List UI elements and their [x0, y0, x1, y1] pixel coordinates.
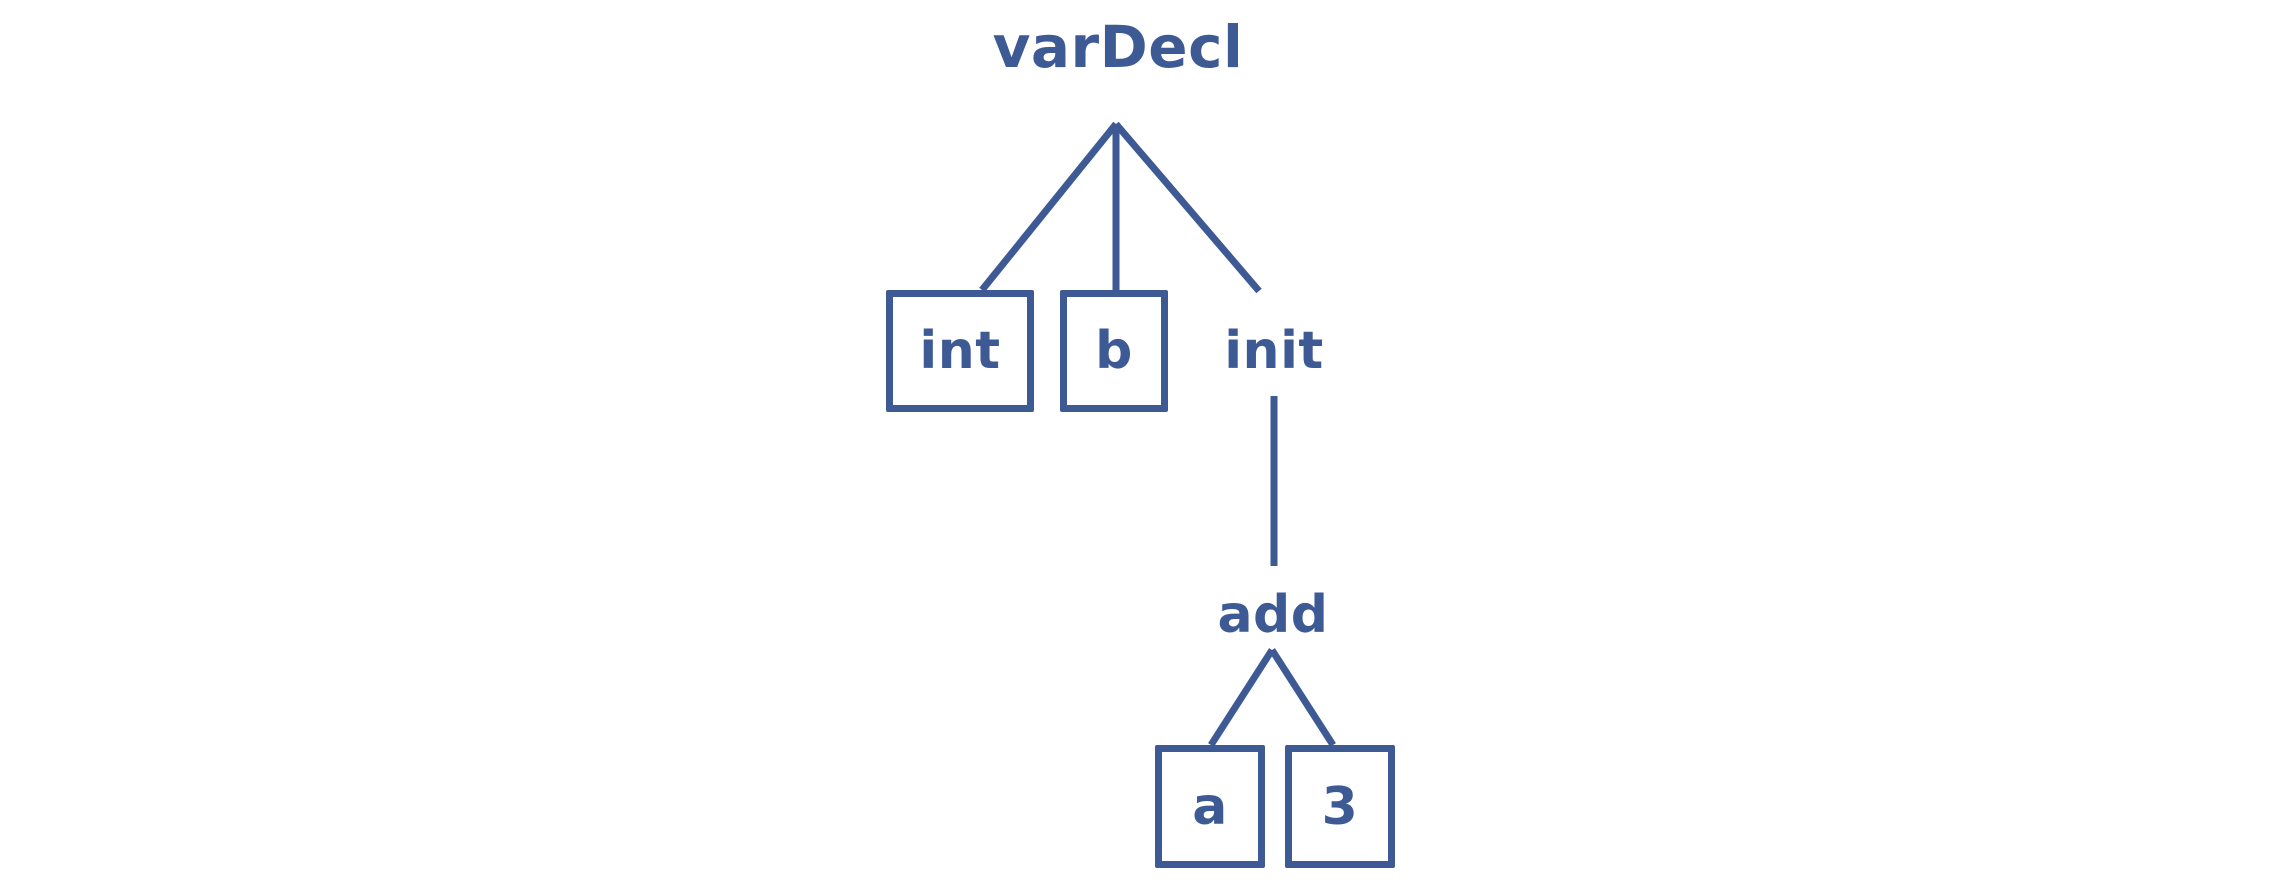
tree-node-int-label: int — [919, 321, 1001, 381]
tree-node-b[interactable]: b — [1060, 290, 1168, 412]
tree-node-three-label: 3 — [1321, 776, 1359, 837]
tree-edge-add-to-a — [1208, 648, 1275, 747]
tree-node-init-label: init — [1224, 321, 1324, 381]
tree-node-add[interactable]: add — [1212, 582, 1334, 648]
tree-edge-vardecl-to-int — [979, 121, 1119, 293]
tree-node-three[interactable]: 3 — [1285, 745, 1395, 868]
tree-node-vardecl[interactable]: varDecl — [993, 14, 1243, 80]
tree-node-int[interactable]: int — [886, 290, 1034, 412]
tree-node-a-label: a — [1192, 776, 1228, 837]
tree-node-vardecl-label: varDecl — [992, 13, 1244, 81]
tree-node-b-label: b — [1095, 321, 1133, 381]
tree-node-add-label: add — [1217, 585, 1329, 645]
tree-node-init[interactable]: init — [1218, 318, 1330, 384]
tree-edge-add-to-three — [1269, 648, 1336, 747]
tree-node-a[interactable]: a — [1155, 745, 1265, 868]
tree-edge-vardecl-to-init — [1113, 121, 1262, 294]
